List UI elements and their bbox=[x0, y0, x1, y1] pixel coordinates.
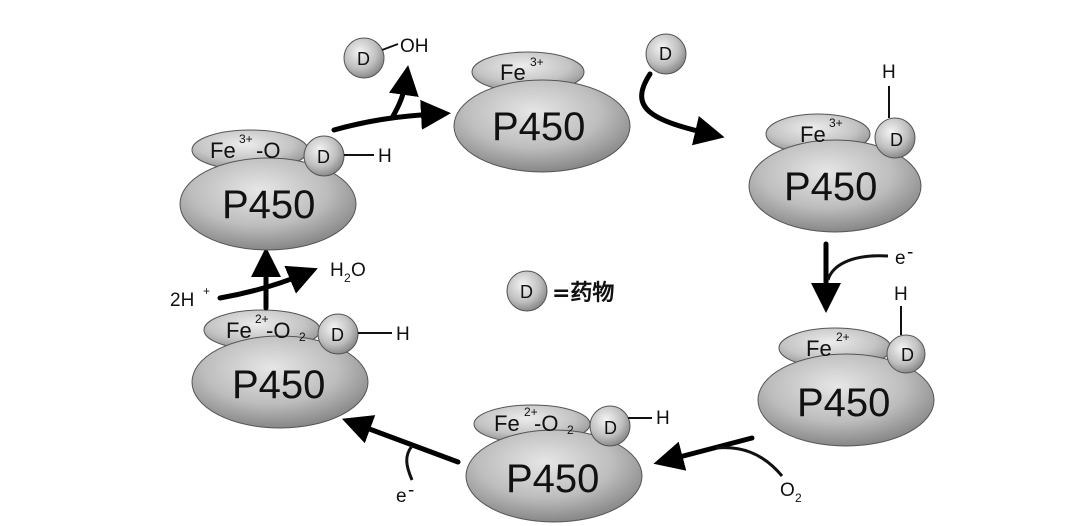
iron-label: Fe bbox=[806, 336, 832, 361]
electron-in-curve bbox=[405, 445, 414, 481]
hydrogen-label: H bbox=[656, 408, 670, 429]
drug-label: D bbox=[604, 418, 617, 438]
arrow-second-reduction bbox=[341, 415, 461, 465]
p450-enzyme-body bbox=[453, 79, 631, 173]
protons-symbol: 2H bbox=[170, 290, 194, 311]
oxygen-ligand-subscript: 2 bbox=[299, 330, 306, 344]
iron-label: Fe bbox=[210, 138, 236, 163]
arrow-substrate-binding bbox=[639, 71, 725, 146]
iron-charge: 3+ bbox=[239, 132, 253, 146]
iron-charge: 3+ bbox=[829, 116, 843, 130]
drug-label: D bbox=[890, 130, 903, 150]
iron-charge: 2+ bbox=[524, 405, 538, 419]
state-1-resting-enzyme: Fe 3+ P450 bbox=[453, 51, 631, 173]
iron-charge: 2+ bbox=[836, 330, 850, 344]
oxygen-ligand: -O bbox=[266, 318, 290, 343]
arrow-product-release bbox=[331, 99, 451, 133]
iron-charge: 2+ bbox=[255, 312, 269, 326]
oxygen-ligand: -O bbox=[256, 138, 280, 163]
water-label: H 2 O bbox=[330, 260, 366, 285]
p450-label: P450 bbox=[797, 381, 890, 425]
oxygen-label: O 2 bbox=[780, 480, 802, 505]
hydrogen-label: H bbox=[396, 324, 410, 345]
c-oh-bond bbox=[381, 43, 399, 51]
drug-label: D bbox=[331, 325, 344, 345]
electron-in-curve bbox=[826, 254, 889, 281]
drug-ball bbox=[645, 33, 687, 75]
incoming-drug: D bbox=[645, 33, 687, 75]
electron-charge: - bbox=[408, 480, 414, 501]
drug-ball bbox=[886, 334, 926, 374]
hydrogen-label: H bbox=[894, 284, 908, 305]
arrow-water-release bbox=[217, 265, 318, 301]
p450-label: P450 bbox=[232, 363, 325, 407]
legend-text: =药物 bbox=[552, 280, 614, 306]
state-4-oxy-complex: H D Fe 2+ -O 2 P450 bbox=[465, 404, 670, 523]
electron-symbol: e bbox=[895, 248, 906, 269]
iron-label: Fe bbox=[494, 411, 520, 436]
p450-enzyme-body bbox=[748, 139, 922, 233]
water-h: H bbox=[330, 260, 344, 281]
p450-label: P450 bbox=[506, 457, 599, 501]
electron-label-2: e - bbox=[396, 480, 414, 507]
state-2-substrate-bound: H D Fe 3+ P450 bbox=[748, 62, 922, 233]
drug-ball bbox=[589, 405, 631, 447]
iron-label: Fe bbox=[226, 318, 252, 343]
protons-charge: + bbox=[203, 284, 210, 298]
iron-label: Fe bbox=[800, 122, 826, 147]
p450-label: P450 bbox=[492, 105, 585, 149]
drug-label: D bbox=[659, 44, 672, 64]
legend: D =药物 bbox=[506, 270, 614, 312]
oxygen-ligand: -O bbox=[534, 411, 558, 436]
electron-charge: - bbox=[907, 242, 913, 263]
state-3-reduced-iron: H D Fe 2+ P450 bbox=[757, 284, 935, 447]
hydroxylated-product: D OH bbox=[343, 36, 429, 79]
electron-symbol: e bbox=[396, 486, 407, 507]
drug-ball bbox=[874, 117, 916, 159]
legend-drug-ball bbox=[506, 270, 548, 312]
hydroxyl-label: OH bbox=[400, 36, 429, 57]
p450-enzyme-body bbox=[179, 157, 357, 251]
water-o: O bbox=[351, 260, 366, 281]
p450-label: P450 bbox=[784, 165, 877, 209]
protons-label: 2H + bbox=[170, 284, 210, 311]
oxygen-subscript: 2 bbox=[795, 491, 802, 505]
electron-label-1: e - bbox=[895, 242, 913, 269]
state-6-ferryl-oxo: H D Fe 3+ -O P450 bbox=[179, 129, 392, 251]
legend-drug-label: D bbox=[520, 282, 533, 302]
arrow-oxygen-binding bbox=[653, 435, 755, 471]
arrow-product-leaves bbox=[389, 65, 419, 121]
state-5-peroxo-complex: H D Fe 2+ -O 2 P450 bbox=[191, 309, 410, 429]
p450-enzyme-body bbox=[757, 353, 935, 447]
water-subscript: 2 bbox=[344, 271, 351, 285]
hydrogen-label: H bbox=[378, 146, 392, 167]
oxygen-ligand-subscript: 2 bbox=[567, 423, 574, 437]
hydrogen-label: H bbox=[882, 62, 896, 83]
p450-label: P450 bbox=[222, 183, 315, 227]
oxygen-in-curve bbox=[715, 446, 784, 477]
p450-enzyme-body bbox=[465, 429, 643, 523]
drug-label: D bbox=[357, 49, 370, 69]
p450-enzyme-body bbox=[191, 335, 369, 429]
drug-ball bbox=[343, 37, 385, 79]
drug-label: D bbox=[901, 345, 914, 365]
drug-label: D bbox=[317, 147, 330, 167]
oxygen-symbol: O bbox=[780, 480, 795, 501]
iron-label: Fe bbox=[500, 60, 526, 85]
iron-charge: 3+ bbox=[530, 55, 544, 69]
